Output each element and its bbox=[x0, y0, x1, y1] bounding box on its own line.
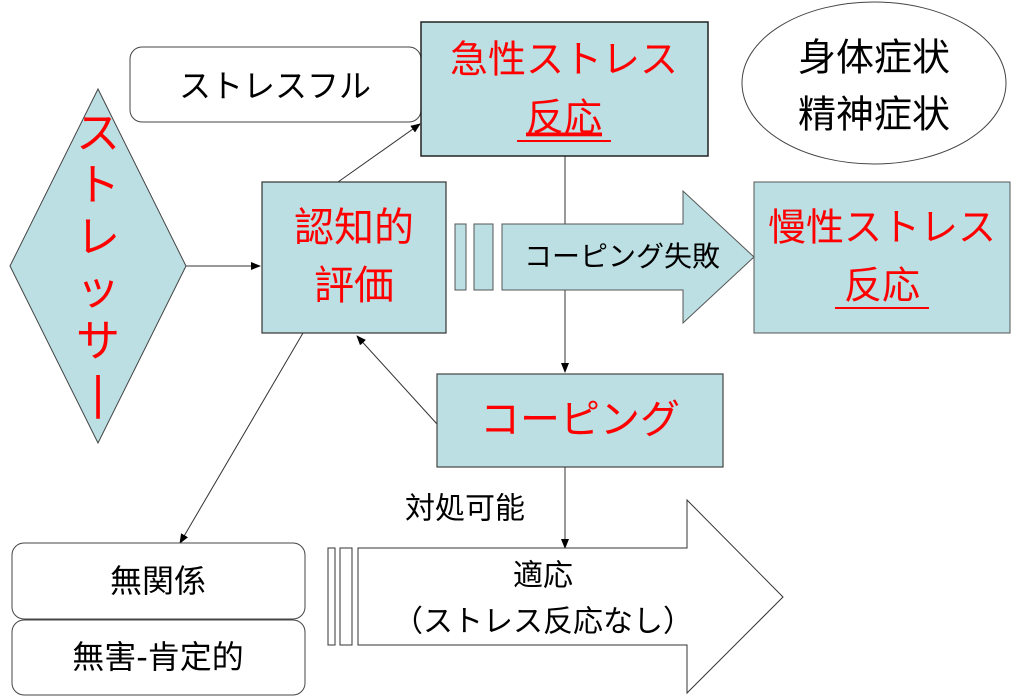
stressor-label: ストレッサ| bbox=[76, 108, 120, 419]
connector-appraisal-to-acute bbox=[337, 123, 421, 183]
chronic-stress-node: 慢性ストレス 反応 bbox=[753, 181, 1011, 334]
benign-positive-label: 無害-肯定的 bbox=[72, 638, 244, 676]
appraisal-label-line1: 認知的 bbox=[294, 205, 414, 251]
benign-positive-node: 無害-肯定的 bbox=[11, 619, 306, 696]
connector-coping-to-appraisal bbox=[356, 335, 438, 425]
copable-label: 対処可能 bbox=[405, 492, 525, 527]
coping-node: コーピング bbox=[436, 373, 724, 468]
acute-label-line1: 急性ストレス bbox=[450, 38, 678, 82]
stressor-label-char: ト bbox=[76, 160, 120, 211]
appraisal-label-line2: 評価 bbox=[314, 263, 394, 309]
stressful-label: ストレスフル bbox=[179, 67, 371, 105]
chronic-label-line2: 反応 bbox=[844, 264, 920, 308]
coping-failure-arrow: コーピング失敗 bbox=[454, 189, 755, 325]
connector-appraisal-to-irrelevant bbox=[179, 332, 304, 544]
stressful-node: ストレスフル bbox=[129, 46, 422, 123]
acute-stress-node: 急性ストレス 反応 bbox=[420, 21, 709, 157]
stressor-label-char: | bbox=[91, 368, 106, 419]
adaptation-label-line2: （ストレス反応なし） bbox=[393, 605, 693, 640]
irrelevant-node: 無関係 bbox=[11, 542, 306, 620]
stressor-label-char: レ bbox=[76, 212, 120, 263]
symptoms-label-line1: 身体症状 bbox=[798, 36, 950, 80]
adaptation-arrow: 適応 （ストレス反応なし） bbox=[327, 498, 784, 695]
adaptation-label-line1: 適応 bbox=[513, 559, 573, 594]
chronic-label-line1: 慢性ストレス bbox=[768, 206, 996, 250]
coping-failure-label: コーピング失敗 bbox=[524, 240, 720, 273]
stressor-label-char: サ bbox=[76, 316, 120, 367]
irrelevant-label: 無関係 bbox=[110, 562, 206, 600]
stressor-node: ストレッサ| bbox=[9, 87, 187, 445]
symptoms-label-line2: 精神症状 bbox=[798, 93, 950, 137]
stressor-label-char: ッ bbox=[76, 264, 120, 315]
acute-label-line2: 反応 bbox=[526, 96, 602, 140]
coping-label: コーピング bbox=[480, 397, 680, 443]
symptoms-node: 身体症状 精神症状 bbox=[741, 1, 1007, 165]
cognitive-appraisal-node: 認知的 評価 bbox=[261, 181, 447, 334]
stressor-label-char: ス bbox=[76, 108, 120, 159]
